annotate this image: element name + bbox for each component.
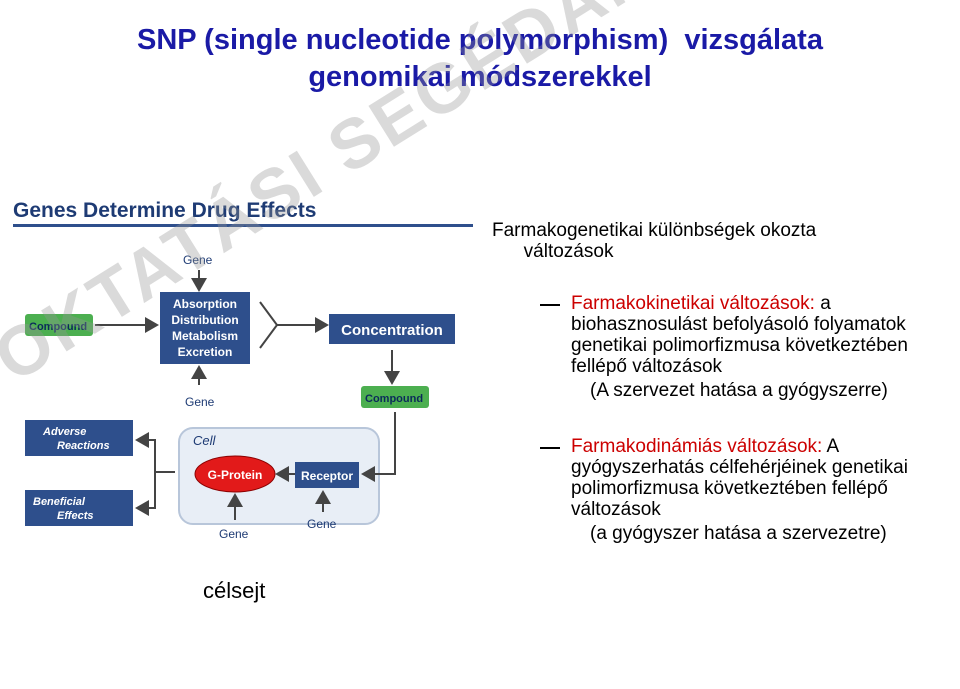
adme-metabolism: Metabolism — [172, 329, 238, 343]
pd-rest: A — [822, 436, 840, 457]
adverse-line2: Reactions — [57, 440, 110, 452]
concentration-label: Concentration — [341, 322, 443, 339]
section-heading: Farmakogenetikai különbségek okozta vált… — [492, 220, 817, 262]
bullet-dash-1 — [540, 304, 560, 306]
adme-box — [160, 292, 250, 364]
drug-effects-diagram: Genes Determine Drug Effects Gene Compou… — [5, 190, 480, 545]
beneficial-line1: Beneficial — [33, 496, 86, 508]
adverse-line1: Adverse — [42, 426, 86, 438]
gene-mid-label: Gene — [185, 395, 215, 409]
compound-left-box — [25, 314, 93, 336]
compound-right-label: Compound — [365, 393, 423, 405]
pk-label: Farmakokinetikai változások: — [571, 293, 815, 314]
receptor-box — [295, 462, 359, 488]
gprotein-label: G-Protein — [208, 468, 263, 482]
gene-top-label: Gene — [183, 253, 213, 267]
adme-distribution: Distribution — [171, 313, 238, 327]
title-line-1: SNP (single nucleotide polymorphism) viz… — [137, 24, 823, 56]
diagram-heading: Genes Determine Drug Effects — [13, 199, 316, 222]
beneficial-line2: Effects — [57, 510, 93, 522]
beneficial-effects-box — [25, 490, 133, 526]
adme-excretion: Excretion — [178, 345, 233, 359]
diagram-svg: Genes Determine Drug Effects Gene Compou… — [13, 199, 473, 541]
compound-left-label: Compound — [29, 321, 87, 333]
pd-label: Farmakodinámiás változások: — [571, 436, 823, 457]
compound-right-box — [361, 386, 429, 408]
adverse-reactions-box — [25, 420, 133, 456]
heading-underline — [13, 224, 473, 227]
concentration-box — [329, 314, 455, 344]
gene-bottom-right-label: Gene — [307, 517, 337, 531]
pk-note: (A szervezet hatása a gyógyszerre) — [590, 380, 888, 401]
page-title: SNP (single nucleotide polymorphism) viz… — [0, 22, 960, 96]
pd-block: Farmakodinámiás változások: A — [571, 436, 839, 457]
pk-rest: a — [814, 293, 831, 314]
pk-block: Farmakokinetikai változások: a — [571, 293, 831, 314]
receptor-label: Receptor — [301, 469, 353, 483]
title-line-2: genomikai módszerekkel — [308, 61, 652, 93]
pd-note: (a gyógyszer hatása a szervezetre) — [590, 523, 887, 544]
pk-lines: biohasznosulást befolyásoló folyamatok g… — [571, 314, 908, 377]
celsejt-label: célsejt — [203, 578, 266, 603]
bullet-dash-2 — [540, 447, 560, 449]
cell-label: Cell — [193, 433, 217, 448]
adme-absorption: Absorption — [173, 297, 237, 311]
pd-lines: gyógyszerhatás célfehérjéinek genetikai … — [571, 457, 908, 520]
gene-bottom-left-label: Gene — [219, 527, 249, 541]
